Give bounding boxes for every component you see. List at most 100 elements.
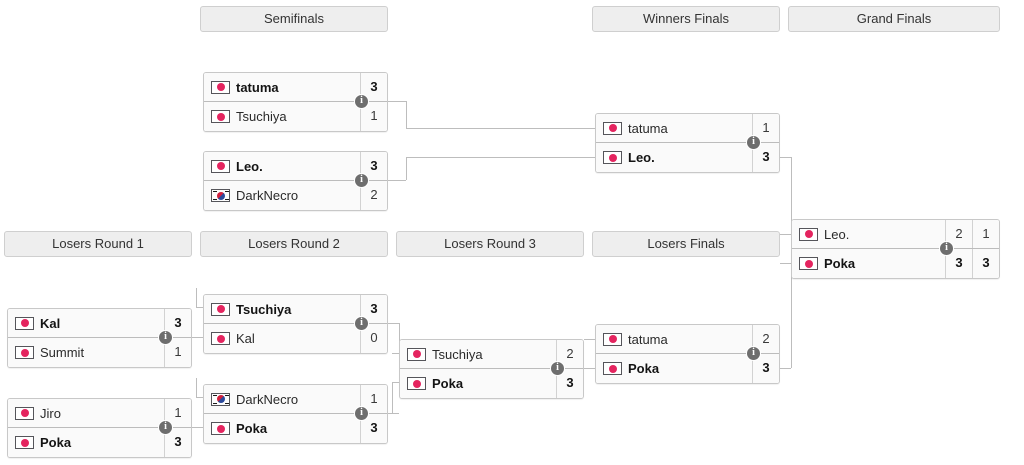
match-info-icon[interactable]: i <box>354 406 369 421</box>
player-name: Tsuchiya <box>236 109 287 124</box>
player-score: 0 <box>360 324 387 353</box>
match-info-icon[interactable]: i <box>939 241 954 256</box>
flag-icon-jp <box>603 151 622 164</box>
connector-lr2a-drop-h <box>196 307 203 308</box>
player-name: Kal <box>236 331 255 346</box>
player-score: 1 <box>164 338 191 367</box>
round-header-winners-finals: Winners Finals <box>592 6 780 32</box>
trigram-bar <box>225 191 229 192</box>
connector-lr2b-out-h <box>388 413 399 414</box>
player-score-set2: 3 <box>972 249 999 278</box>
flag-icon-jp <box>15 346 34 359</box>
connector-lr2b-drop-h <box>196 397 203 398</box>
match-info-icon[interactable]: i <box>158 420 173 435</box>
flag-icon-jp <box>407 377 426 390</box>
connector-lr3-in-h <box>392 353 399 354</box>
player-score: 3 <box>164 428 191 457</box>
player-score: 3 <box>360 295 387 323</box>
trigram-bar <box>225 394 229 396</box>
round-header-grand-finals: Grand Finals <box>788 6 1000 32</box>
player-name: Poka <box>824 256 856 271</box>
player-name: Summit <box>40 345 85 360</box>
player-name: tatuma <box>236 79 279 95</box>
flag-icon-jp <box>211 159 230 173</box>
match-row-bottom[interactable]: Leo. 3 <box>596 143 779 172</box>
taegeuk-icon <box>216 395 225 403</box>
connector-wsf1-drop-v <box>406 101 407 128</box>
match-info-icon[interactable]: i <box>746 135 761 150</box>
match-info-icon[interactable]: i <box>354 94 369 109</box>
player-name: Poka <box>236 421 268 436</box>
trigram-bar <box>213 402 217 404</box>
connector-lr2b-conn-v <box>392 382 393 413</box>
player-score: 3 <box>752 143 779 172</box>
trigram-bar <box>213 191 217 192</box>
flag-icon-jp <box>15 316 34 330</box>
trigram-bar <box>225 402 229 404</box>
connector-lr3-out-h <box>584 368 595 369</box>
match-info-icon[interactable]: i <box>158 330 173 345</box>
connector-lf-out-h <box>780 368 791 369</box>
player-score: 1 <box>360 102 387 131</box>
connector-lf-in-h <box>780 263 791 264</box>
flag-icon-jp <box>211 332 230 345</box>
flag-icon-jp <box>211 80 230 94</box>
connector-wf-out-h <box>780 157 791 158</box>
player-score: 2 <box>360 181 387 210</box>
round-header-losers-finals: Losers Finals <box>592 231 780 257</box>
flag-icon-jp <box>603 121 622 135</box>
player-score: 3 <box>556 369 583 398</box>
player-name: Leo. <box>628 150 655 165</box>
player-name: DarkNecro <box>236 391 299 407</box>
player-name: Leo. <box>824 226 850 242</box>
player-score: 3 <box>360 73 387 101</box>
match-info-icon[interactable]: i <box>746 346 761 361</box>
flag-icon-jp <box>603 362 622 375</box>
player-name: tatuma <box>628 120 668 136</box>
player-score: 1 <box>164 399 191 427</box>
flag-icon-kr <box>211 392 230 406</box>
player-score: 3 <box>945 249 972 278</box>
connector-wsf2-rise-v <box>406 157 407 180</box>
round-header-losers-round-2: Losers Round 2 <box>200 231 388 257</box>
trigram-bar <box>213 199 217 200</box>
player-name: Kal <box>40 315 61 331</box>
flag-icon-jp <box>211 422 230 435</box>
player-name: Tsuchiya <box>432 346 483 362</box>
player-score: 2 <box>945 220 972 248</box>
round-header-semifinals: Semifinals <box>200 6 388 32</box>
match-info-icon[interactable]: i <box>354 316 369 331</box>
flag-icon-jp <box>799 227 818 241</box>
round-header-losers-round-1: Losers Round 1 <box>4 231 192 257</box>
connector-lr2a-conn-v <box>399 323 400 353</box>
player-name: DarkNecro <box>236 188 299 203</box>
flag-icon-jp <box>15 436 34 449</box>
match-info-icon[interactable]: i <box>354 173 369 188</box>
player-score: 3 <box>752 354 779 383</box>
flag-icon-jp <box>799 257 818 270</box>
taegeuk-icon <box>216 191 225 200</box>
match-info-icon[interactable]: i <box>550 361 565 376</box>
player-name: Jiro <box>40 405 61 421</box>
connector-wsf1-out-h <box>388 101 406 102</box>
match-row-bottom[interactable]: Tsuchiya 1 <box>204 102 387 131</box>
player-name: Poka <box>628 361 660 376</box>
player-score: 3 <box>164 309 191 337</box>
connector-lf-top-in-h <box>584 339 595 340</box>
flag-icon-jp <box>211 302 230 316</box>
round-header-losers-round-3: Losers Round 3 <box>396 231 584 257</box>
